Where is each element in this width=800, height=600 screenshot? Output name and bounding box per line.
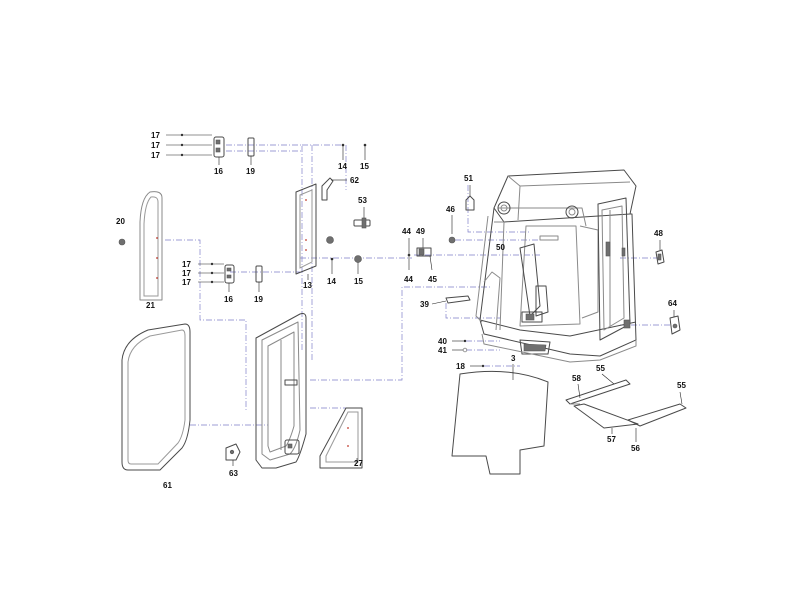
upper-door-glass-13: [295, 183, 317, 280]
label-17: 17: [151, 131, 160, 140]
label-17: 17: [151, 141, 160, 150]
corner-glass-27: [319, 407, 363, 469]
label-13: 13: [303, 281, 312, 290]
label-62: 62: [350, 176, 359, 185]
part-labels: 17 17 17 16 19 14 15 62 53 13 14 15 20 2…: [116, 131, 686, 490]
label-15: 15: [354, 277, 363, 286]
label-58: 58: [572, 374, 581, 383]
pins-top-14-15: [341, 143, 367, 160]
label-17: 17: [182, 269, 191, 278]
handle-62: [321, 177, 347, 201]
label-39: 39: [420, 300, 429, 309]
door-glass-61: [121, 323, 191, 471]
hinge-group-bottom: [198, 262, 263, 292]
handle-64: [669, 310, 681, 335]
label-17: 17: [182, 260, 191, 269]
label-64: 64: [668, 299, 677, 308]
label-61: 61: [163, 481, 172, 490]
label-49: 49: [416, 227, 425, 236]
label-55: 55: [596, 364, 605, 373]
label-21: 21: [146, 301, 155, 310]
assembly-lines: [165, 144, 672, 450]
hinge-group-top: [166, 133, 255, 165]
label-41: 41: [438, 346, 447, 355]
label-48: 48: [654, 229, 663, 238]
label-17: 17: [182, 278, 191, 287]
label-55: 55: [677, 381, 686, 390]
label-57: 57: [607, 435, 616, 444]
label-27: 27: [354, 459, 363, 468]
part-63: [225, 443, 241, 466]
label-56: 56: [631, 444, 640, 453]
door-frame: [255, 313, 307, 469]
label-20: 20: [116, 217, 125, 226]
label-3: 3: [511, 354, 516, 363]
label-19: 19: [254, 295, 263, 304]
handle-48: [655, 240, 665, 265]
label-50: 50: [496, 243, 505, 252]
part-51-46: [448, 185, 475, 244]
latch-53: [326, 207, 371, 244]
cab-assembly: [475, 169, 637, 363]
label-15: 15: [360, 162, 369, 171]
pins-bottom-14-15: [330, 255, 362, 274]
label-53: 53: [358, 196, 367, 205]
label-14: 14: [338, 162, 347, 171]
side-glass-21: [118, 191, 163, 301]
label-63: 63: [229, 469, 238, 478]
lock-group: [407, 238, 433, 271]
label-16: 16: [224, 295, 233, 304]
handle-39: [431, 295, 471, 305]
label-16: 16: [214, 167, 223, 176]
label-51: 51: [464, 174, 473, 183]
fasteners-40-41-18: [452, 339, 485, 368]
floor-mats: [565, 373, 687, 442]
label-45: 45: [428, 275, 437, 284]
label-44: 44: [404, 275, 413, 284]
label-17: 17: [151, 151, 160, 160]
label-18: 18: [456, 362, 465, 371]
windshield-3: [451, 364, 549, 475]
label-40: 40: [438, 337, 447, 346]
label-46: 46: [446, 205, 455, 214]
label-14: 14: [327, 277, 336, 286]
label-44: 44: [402, 227, 411, 236]
label-19: 19: [246, 167, 255, 176]
